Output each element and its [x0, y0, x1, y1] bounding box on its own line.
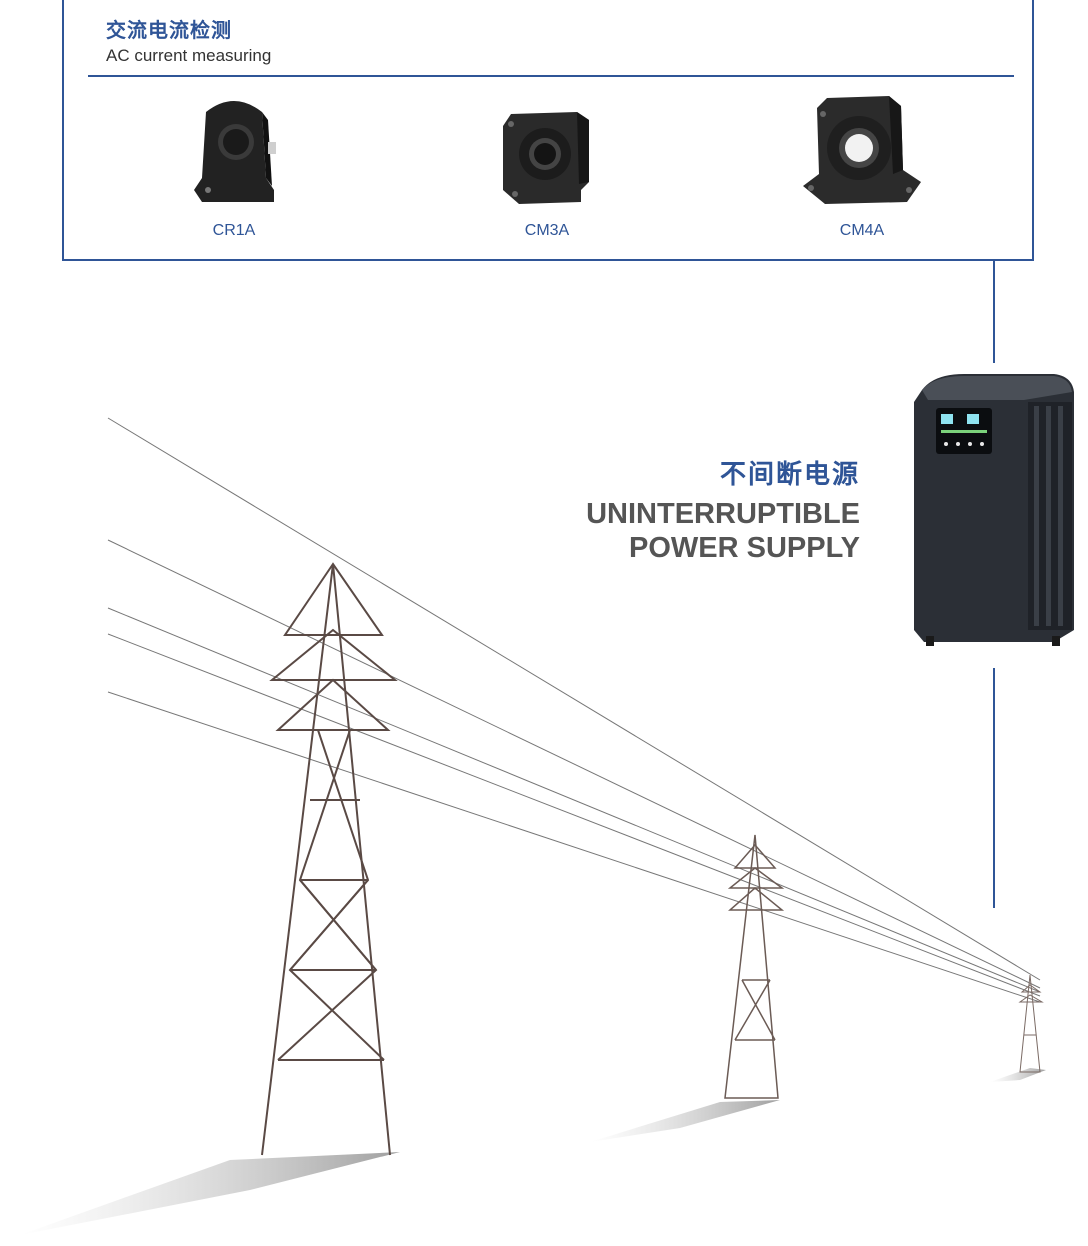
connector-line-bottom — [993, 668, 995, 908]
transmission-tower-small — [1018, 974, 1044, 1073]
product-label: CM3A — [524, 222, 570, 239]
tower-shadow — [590, 1100, 780, 1142]
current-sensor-cm3a-icon — [503, 112, 589, 204]
ups-title-en-line2: POWER SUPPLY — [629, 532, 860, 564]
current-sensor-cr1a-icon — [194, 101, 276, 202]
current-sensor-cm4a-icon — [803, 96, 921, 204]
ups-title-en: UNINTERRUPTIBLE POWER SUPPLY — [586, 497, 860, 565]
transmission-tower-large — [261, 562, 398, 1156]
section-divider — [88, 75, 1014, 77]
ups-device-icon — [914, 374, 1074, 646]
product-cm3a[interactable]: CM3A — [457, 90, 637, 240]
ac-measuring-panel: 交流电流检测 AC current measuring CR1A CM3A — [62, 0, 1034, 261]
tower-shadow — [990, 1068, 1046, 1082]
transmission-tower-medium — [724, 834, 785, 1099]
ups-title-cn: 不间断电源 — [719, 459, 860, 489]
product-label: CR1A — [212, 222, 256, 239]
power-line-scene — [20, 417, 1046, 1235]
ups-title-en-line1: UNINTERRUPTIBLE — [586, 498, 860, 530]
tower-shadow — [20, 1152, 400, 1235]
section-title-en: AC current measuring — [106, 46, 272, 65]
product-cr1a[interactable]: CR1A — [144, 90, 324, 240]
section-title-cn: 交流电流检测 — [106, 20, 232, 42]
product-label: CM4A — [839, 222, 885, 239]
power-lines — [107, 417, 1041, 1003]
product-cm4a[interactable]: CM4A — [772, 90, 952, 240]
connector-line-top — [993, 261, 995, 363]
